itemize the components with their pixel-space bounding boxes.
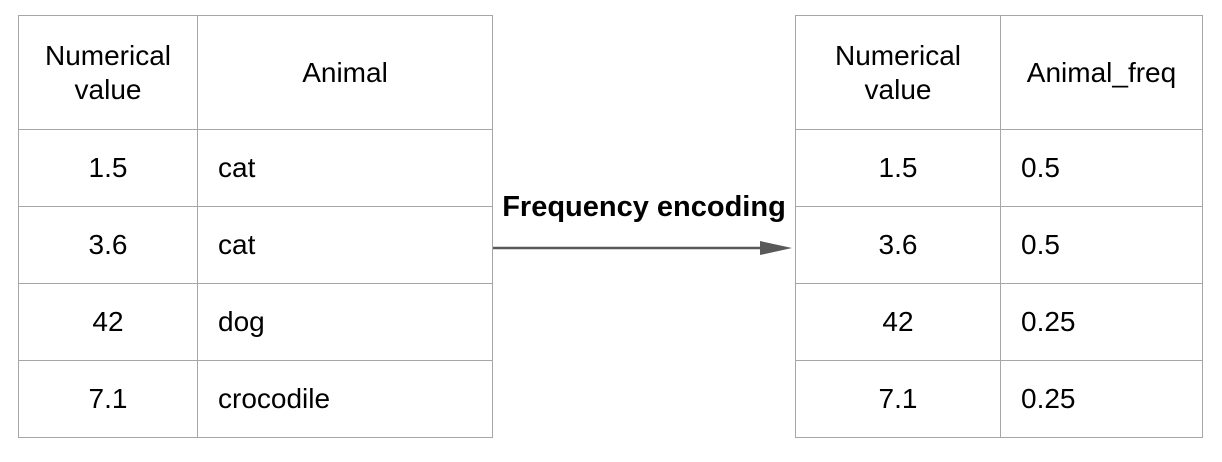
cell-numerical-value: 7.1 [795,360,1001,438]
table-row: 7.1 0.25 [795,360,1203,438]
table-row: 7.1 crocodile [18,360,493,438]
cell-animal: cat [197,206,493,284]
table-row: 3.6 0.5 [795,206,1203,284]
column-header-numerical-value: Numerical value [795,15,1001,130]
cell-numerical-value: 42 [18,283,198,361]
table-row: 42 dog [18,283,493,361]
cell-animal: cat [197,129,493,207]
column-header-animal-freq: Animal_freq [1000,15,1203,130]
input-table: Numerical value Animal 1.5 cat 3.6 cat 4… [18,15,493,438]
right-arrow-icon [493,241,792,255]
cell-numerical-value: 1.5 [18,129,198,207]
arrow-head [760,241,792,255]
cell-animal: dog [197,283,493,361]
table-row: 42 0.25 [795,283,1203,361]
cell-animal-freq: 0.5 [1000,206,1203,284]
column-header-numerical-value: Numerical value [18,15,198,130]
cell-numerical-value: 3.6 [18,206,198,284]
cell-numerical-value: 3.6 [795,206,1001,284]
cell-animal-freq: 0.25 [1000,283,1203,361]
arrow-label: Frequency encoding [502,191,786,223]
column-header-animal: Animal [197,15,493,130]
table-row: 1.5 cat [18,129,493,207]
cell-animal: crocodile [197,360,493,438]
cell-animal-freq: 0.5 [1000,129,1203,207]
cell-numerical-value: 7.1 [18,360,198,438]
table-row: 1.5 0.5 [795,129,1203,207]
encoded-table: Numerical value Animal_freq 1.5 0.5 3.6 … [795,15,1203,438]
cell-numerical-value: 1.5 [795,129,1001,207]
cell-animal-freq: 0.25 [1000,360,1203,438]
header-row: Numerical value Animal [18,15,493,130]
cell-numerical-value: 42 [795,283,1001,361]
header-row: Numerical value Animal_freq [795,15,1203,130]
table-row: 3.6 cat [18,206,493,284]
